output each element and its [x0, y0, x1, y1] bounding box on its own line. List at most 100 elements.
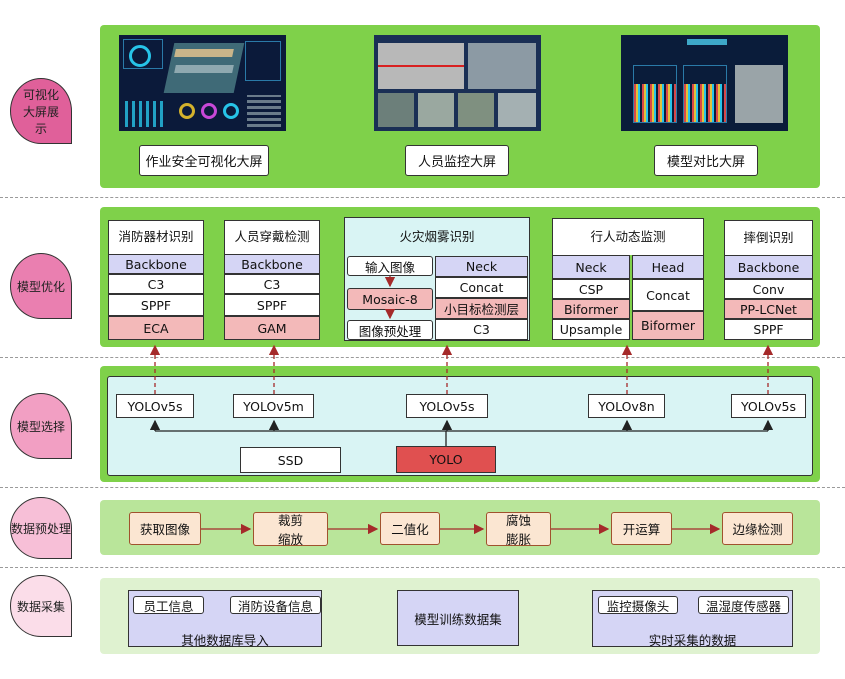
- module-row-text: Neck: [575, 259, 607, 275]
- module-row: Backbone: [224, 254, 320, 274]
- layer-tag-label: 数据预处理: [11, 521, 72, 536]
- module-row-text: Backbone: [125, 256, 187, 272]
- module-row: Head: [632, 255, 704, 279]
- module-row: Concat: [435, 277, 528, 298]
- module-row-text: Biformer: [563, 301, 619, 317]
- module-row: Conv: [724, 279, 813, 299]
- module-row: Backbone: [108, 254, 204, 274]
- module-row: Backbone: [724, 255, 813, 279]
- preprocess-step: 裁剪 缩放: [253, 512, 328, 547]
- module-row-text: SPPF: [256, 297, 288, 313]
- module-row-text: PP-LCNet: [740, 301, 797, 317]
- module-title-text: 摔倒识别: [743, 229, 794, 245]
- group-label-text: 模型训练数据集: [414, 611, 502, 627]
- preprocess-step: 开运算: [611, 512, 672, 545]
- module-title-text: 火灾烟雾识别: [399, 229, 475, 244]
- model-yolov5s-fire: YOLOv5s: [116, 394, 194, 418]
- yolo-model: YOLO: [396, 446, 496, 473]
- realtime-data-label: 实时采集的数据: [592, 630, 793, 648]
- layer-tag-select: 模型选择: [10, 393, 72, 459]
- model-yolov5m-ppe: YOLOv5m: [233, 394, 314, 418]
- module-row-text: Upsample: [559, 322, 623, 337]
- module-row: Neck: [435, 256, 528, 277]
- module-row: ECA: [108, 316, 204, 340]
- preprocess-band: [100, 500, 820, 555]
- module-row: CSP: [552, 279, 630, 299]
- step-text: 获取图像: [139, 522, 190, 537]
- ssd-model: SSD: [240, 447, 341, 473]
- step-text: 二值化: [391, 522, 429, 537]
- layer-tag-display: 可视化大屏展示: [10, 78, 72, 144]
- fire-smoke-title: 火灾烟雾识别: [344, 226, 530, 246]
- module-row-text: Backbone: [737, 259, 800, 275]
- step-text: 裁剪 缩放: [277, 513, 303, 547]
- pipeline-step: 输入图像: [347, 256, 433, 276]
- screen-label-text: 作业安全可视化大屏: [145, 155, 263, 170]
- module-row-text: Head: [651, 259, 685, 275]
- model-yolov5s-fall: YOLOv5s: [731, 394, 806, 418]
- model-text: SSD: [277, 452, 304, 468]
- pipeline-step: 图像预处理: [347, 320, 433, 340]
- screen-label: 作业安全可视化大屏: [139, 145, 269, 176]
- layer-tag-preprocess: 数据预处理: [10, 497, 72, 559]
- step-text: 开运算: [622, 522, 661, 537]
- model-yolov8n-pedestrian: YOLOv8n: [588, 394, 665, 418]
- module-row-text: SPPF: [753, 322, 784, 337]
- chip-text: 消防设备信息: [237, 598, 313, 614]
- module-row: C3: [108, 274, 204, 294]
- other-database-label: 其他数据库导入: [128, 630, 322, 648]
- module-row: PP-LCNet: [724, 299, 813, 319]
- model-yolov5s-smoke: YOLOv5s: [406, 394, 488, 418]
- module-row-text: ECA: [143, 320, 169, 336]
- module-row: C3: [224, 274, 320, 294]
- model-text: YOLOv5s: [740, 398, 796, 414]
- module-row-text: C3: [263, 276, 281, 292]
- fall-detection-title: 摔倒识别: [724, 220, 813, 255]
- module-row: 小目标检测层: [435, 298, 528, 319]
- layer-tag-label: 模型选择: [16, 419, 65, 434]
- data-source-chip: 员工信息: [133, 596, 204, 614]
- preprocess-step: 获取图像: [129, 512, 201, 545]
- ppe-detection-title: 人员穿戴检测: [224, 220, 320, 254]
- module-row-text: C3: [473, 322, 490, 337]
- model-text: YOLOv5m: [243, 398, 304, 414]
- model-text: YOLO: [429, 452, 463, 467]
- module-row-text: C3: [147, 276, 165, 292]
- group-label-text: 实时采集的数据: [648, 633, 737, 648]
- module-row-text: Concat: [646, 287, 690, 303]
- model-text: YOLOv5s: [419, 398, 475, 414]
- module-row: SPPF: [224, 294, 320, 316]
- preprocess-step: 二值化: [380, 512, 440, 545]
- group-label-text: 其他数据库导入: [181, 633, 269, 648]
- separator: [0, 567, 845, 568]
- training-dataset: 模型训练数据集: [397, 590, 519, 646]
- module-row-text: Conv: [752, 281, 785, 297]
- pipeline-step-text: 图像预处理: [358, 323, 422, 339]
- preprocess-step: 边缘检测: [722, 512, 793, 545]
- layer-tag-collect: 数据采集: [10, 575, 72, 637]
- model-compare-thumbnail: [621, 35, 788, 131]
- module-row: Biformer: [552, 299, 630, 319]
- data-source-chip: 监控摄像头: [598, 596, 678, 614]
- separator: [0, 357, 845, 358]
- module-title-text: 行人动态监测: [590, 228, 666, 244]
- layer-tag-optimize: 模型优化: [10, 253, 72, 319]
- fire-equipment-title: 消防器材识别: [108, 220, 204, 254]
- pipeline-step: Mosaic-8: [347, 288, 433, 310]
- module-title-text: 消防器材识别: [118, 229, 194, 245]
- module-row-text: 小目标检测层: [443, 302, 519, 317]
- model-text: YOLOv8n: [598, 398, 655, 414]
- data-source-chip: 温湿度传感器: [698, 596, 789, 614]
- screen-label: 人员监控大屏: [405, 145, 509, 176]
- module-row-text: Neck: [465, 259, 498, 274]
- module-row: Neck: [552, 255, 630, 279]
- model-text: YOLOv5s: [127, 398, 183, 414]
- preprocess-step: 腐蚀 膨胀: [486, 512, 551, 547]
- module-row: GAM: [224, 316, 320, 340]
- module-row-text: SPPF: [140, 297, 172, 313]
- step-text: 边缘检测: [732, 522, 783, 537]
- module-row: Upsample: [552, 319, 630, 340]
- module-row: Biformer: [632, 311, 704, 340]
- layer-tag-label: 数据采集: [16, 599, 65, 614]
- layer-tag-label: 可视化大屏展示: [22, 87, 59, 136]
